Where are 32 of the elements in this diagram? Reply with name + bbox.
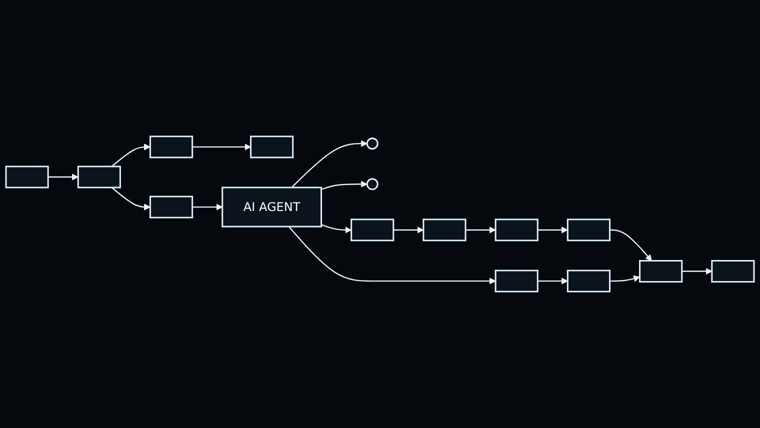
node-box <box>639 260 683 283</box>
arrow <box>466 226 496 234</box>
node-box <box>350 218 394 242</box>
arrow <box>610 275 640 282</box>
node-box <box>250 136 294 158</box>
node-box <box>422 218 466 242</box>
node-box <box>150 196 194 218</box>
arrow <box>321 180 368 190</box>
arrow <box>682 268 712 275</box>
node-box <box>711 260 755 283</box>
node-box <box>566 218 610 242</box>
node-box <box>494 270 538 292</box>
node-box <box>5 166 49 188</box>
arrow <box>288 226 496 284</box>
arrow <box>321 224 352 234</box>
arrow <box>192 204 223 210</box>
node-box <box>150 136 194 158</box>
node-box <box>566 270 610 292</box>
arrow <box>111 187 151 210</box>
arrow <box>610 229 652 262</box>
node-box: AI AGENT <box>222 186 322 228</box>
arrow <box>538 278 568 284</box>
arrow <box>393 226 424 234</box>
arrow <box>538 226 568 234</box>
node-box <box>77 166 121 188</box>
node-box <box>494 218 538 242</box>
arrow <box>111 144 151 167</box>
arrow <box>291 140 368 188</box>
arrow <box>192 144 252 150</box>
node-circle <box>366 138 378 150</box>
node-circle <box>366 178 378 190</box>
arrow <box>48 174 78 180</box>
